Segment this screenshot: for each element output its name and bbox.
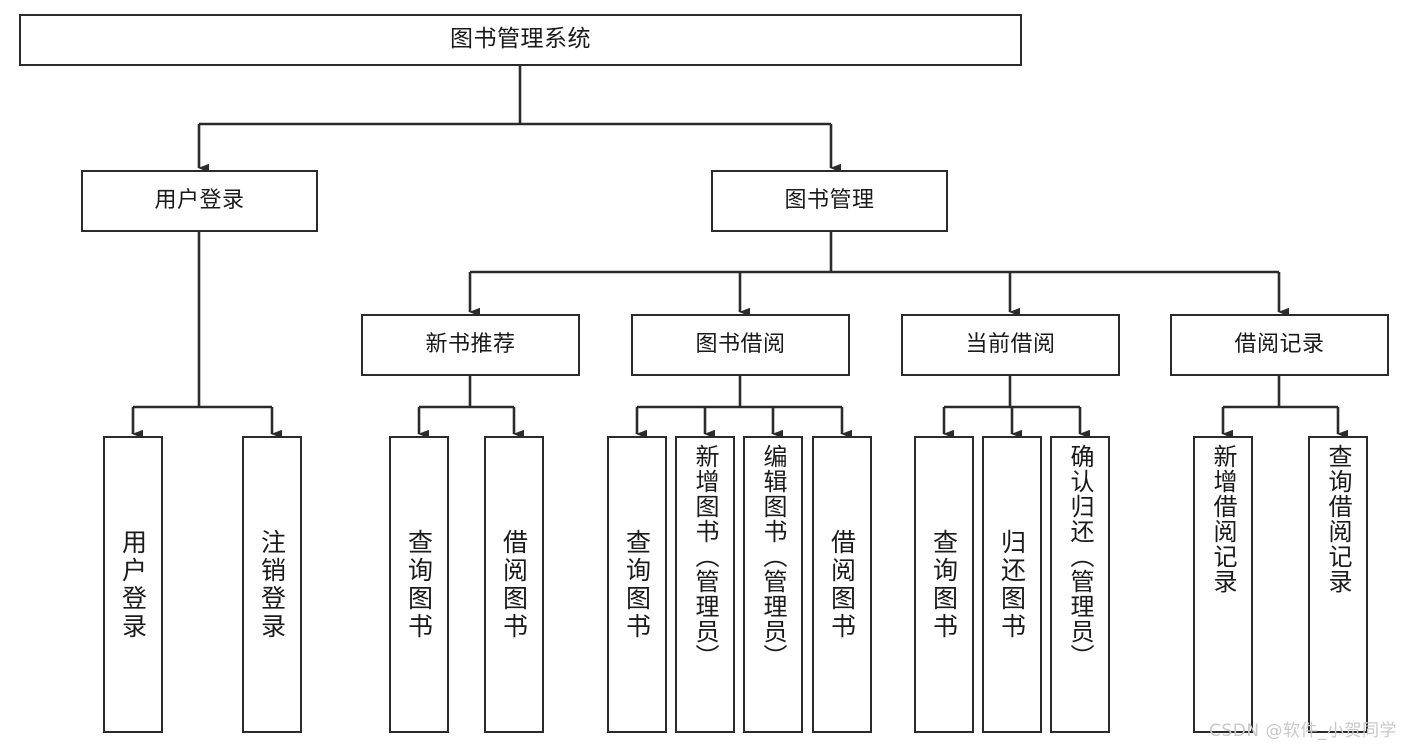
node-label: 借阅图书 bbox=[499, 528, 529, 641]
node-label: 查询借阅记录 bbox=[1324, 444, 1352, 594]
node-user-login[interactable]: 用户登录 bbox=[81, 170, 318, 232]
node-new-book-recommend[interactable]: 新书推荐 bbox=[361, 314, 580, 376]
node-label: 借阅图书 bbox=[827, 528, 857, 641]
watermark: CSDN @软件_小贺同学 bbox=[1209, 721, 1397, 741]
leaf-add-borrow-record[interactable]: 新增借阅记录 bbox=[1193, 436, 1253, 733]
node-label: 确认归还（管理员） bbox=[1066, 444, 1094, 669]
node-label: 归还图书 bbox=[997, 528, 1027, 641]
node-label: 用户登录 bbox=[118, 528, 148, 641]
node-book-borrow[interactable]: 图书借阅 bbox=[631, 314, 850, 376]
node-label: 图书管理 bbox=[784, 187, 875, 213]
leaf-borrow-book[interactable]: 借阅图书 bbox=[812, 436, 872, 733]
node-label: 图书借阅 bbox=[695, 331, 786, 357]
node-label: 新增图书（管理员） bbox=[691, 444, 719, 669]
leaf-return-book[interactable]: 归还图书 bbox=[982, 436, 1042, 733]
node-label: 图书管理系统 bbox=[450, 26, 591, 53]
node-label: 用户登录 bbox=[154, 187, 245, 213]
leaf-user-login[interactable]: 用户登录 bbox=[103, 436, 163, 733]
node-label: 查询图书 bbox=[929, 528, 959, 641]
leaf-query-book-borrow[interactable]: 查询图书 bbox=[607, 436, 667, 733]
node-label: 当前借阅 bbox=[965, 331, 1056, 357]
leaf-query-book-current[interactable]: 查询图书 bbox=[914, 436, 974, 733]
node-label: 借阅记录 bbox=[1234, 331, 1325, 357]
leaf-confirm-return-admin[interactable]: 确认归还（管理员） bbox=[1050, 436, 1110, 733]
node-label: 编辑图书（管理员） bbox=[759, 444, 787, 669]
leaf-borrow-book-new[interactable]: 借阅图书 bbox=[484, 436, 544, 733]
node-book-management[interactable]: 图书管理 bbox=[711, 170, 948, 232]
leaf-query-book-new[interactable]: 查询图书 bbox=[389, 436, 449, 733]
node-label: 查询图书 bbox=[404, 528, 434, 641]
node-root-system[interactable]: 图书管理系统 bbox=[19, 14, 1022, 66]
node-label: 新增借阅记录 bbox=[1209, 444, 1237, 594]
node-label: 新书推荐 bbox=[425, 331, 516, 357]
leaf-logout[interactable]: 注销登录 bbox=[242, 436, 302, 733]
node-current-borrow[interactable]: 当前借阅 bbox=[901, 314, 1120, 376]
leaf-query-borrow-record[interactable]: 查询借阅记录 bbox=[1308, 436, 1368, 733]
node-borrow-record[interactable]: 借阅记录 bbox=[1170, 314, 1389, 376]
leaf-add-book-admin[interactable]: 新增图书（管理员） bbox=[675, 436, 735, 733]
leaf-edit-book-admin[interactable]: 编辑图书（管理员） bbox=[743, 436, 803, 733]
node-label: 注销登录 bbox=[257, 528, 287, 641]
node-label: 查询图书 bbox=[622, 528, 652, 641]
